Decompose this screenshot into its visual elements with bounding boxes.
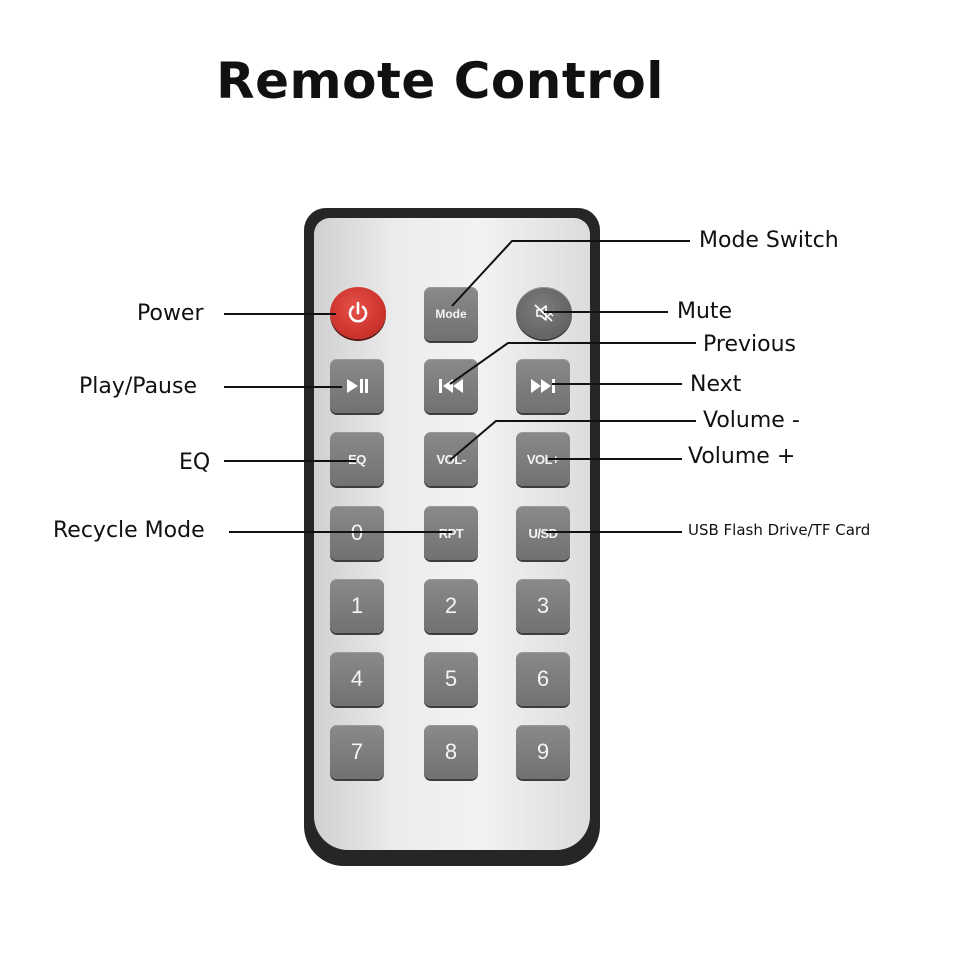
label-mode-switch: Mode Switch xyxy=(699,228,839,253)
number-8-button[interactable]: 8 xyxy=(424,725,478,779)
next-button[interactable] xyxy=(516,359,570,413)
mode-button[interactable]: Mode xyxy=(424,287,478,341)
number-4-button[interactable]: 4 xyxy=(330,652,384,706)
label-volume-minus: Volume - xyxy=(703,408,800,433)
number-5-button[interactable]: 5 xyxy=(424,652,478,706)
label-next: Next xyxy=(690,372,742,397)
number-2-button[interactable]: 2 xyxy=(424,579,478,633)
number-7-button[interactable]: 7 xyxy=(330,725,384,779)
play-pause-button[interactable] xyxy=(330,359,384,413)
power-icon xyxy=(348,301,368,323)
volume-down-button[interactable]: VOL- xyxy=(424,432,478,486)
skip-previous-icon xyxy=(439,379,463,393)
eq-button[interactable]: EQ xyxy=(330,432,384,486)
label-usb-tf: USB Flash Drive/TF Card xyxy=(688,521,871,539)
number-1-button[interactable]: 1 xyxy=(330,579,384,633)
repeat-button[interactable]: RPT xyxy=(424,506,478,560)
skip-next-icon xyxy=(531,379,555,393)
number-9-button[interactable]: 9 xyxy=(516,725,570,779)
label-previous: Previous xyxy=(703,332,796,357)
label-volume-plus: Volume + xyxy=(688,444,796,469)
power-button[interactable] xyxy=(330,287,386,339)
previous-button[interactable] xyxy=(424,359,478,413)
label-play-pause: Play/Pause xyxy=(79,374,197,399)
number-3-button[interactable]: 3 xyxy=(516,579,570,633)
number-0-button[interactable]: 0 xyxy=(330,506,384,560)
speaker-mute-icon xyxy=(534,304,554,322)
label-power: Power xyxy=(137,301,204,326)
number-6-button[interactable]: 6 xyxy=(516,652,570,706)
label-recycle-mode: Recycle Mode xyxy=(53,518,205,543)
label-eq: EQ xyxy=(179,450,211,475)
usb-sd-button[interactable]: U/SD xyxy=(516,506,570,560)
play-pause-icon xyxy=(347,379,368,393)
mute-button[interactable] xyxy=(516,287,572,339)
label-mute: Mute xyxy=(677,299,733,324)
page-title: Remote Control xyxy=(216,52,664,110)
volume-up-button[interactable]: VOL+ xyxy=(516,432,570,486)
